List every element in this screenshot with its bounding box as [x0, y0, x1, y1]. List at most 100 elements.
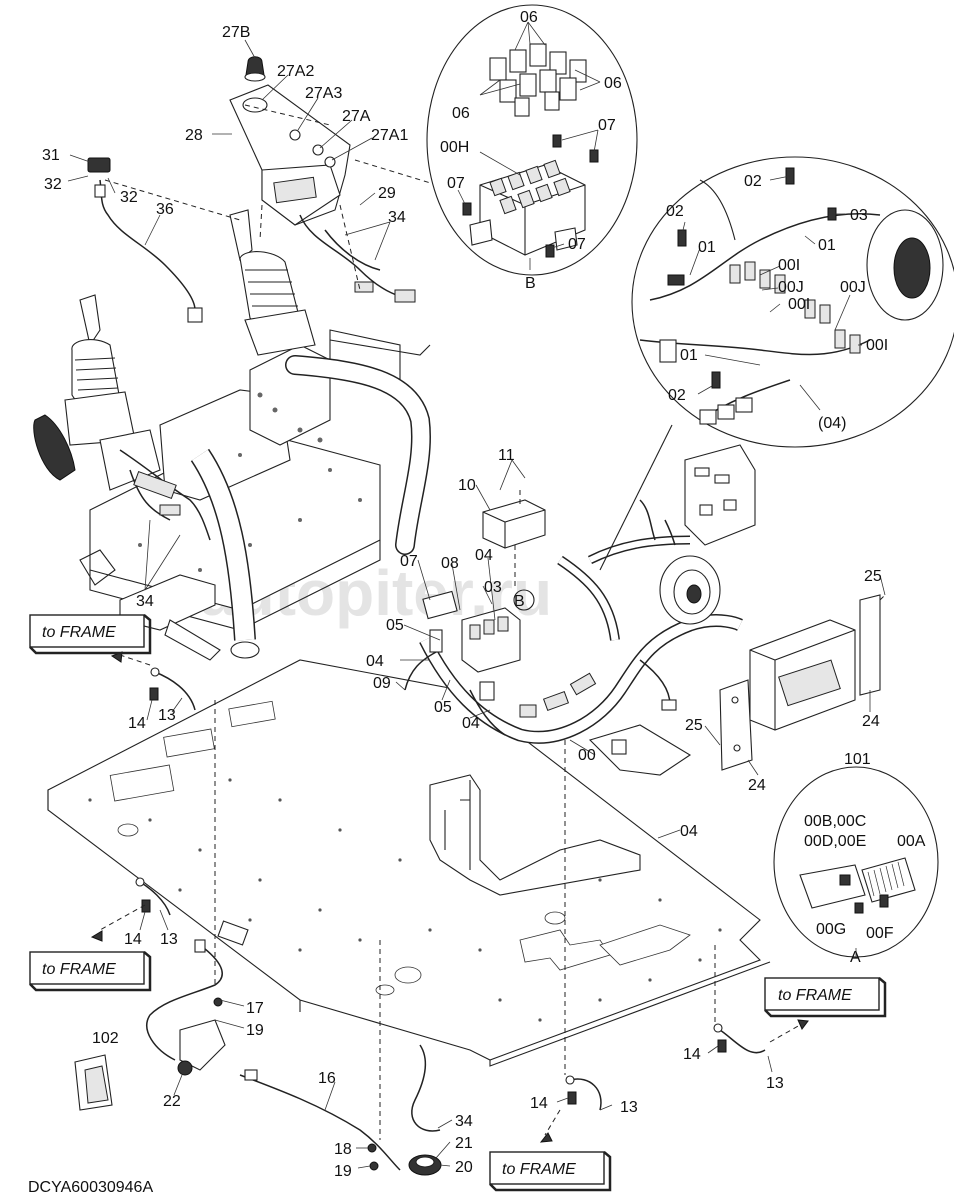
callout-19-b: 19 — [334, 1163, 352, 1180]
callout-17: 17 — [246, 1000, 264, 1017]
callout-02-a: 02 — [744, 173, 762, 190]
frame-arrows — [90, 651, 809, 1143]
callout-00i-a: 00I — [778, 257, 800, 274]
callout-06-top: 06 — [520, 9, 538, 26]
floor-plate — [47, 659, 771, 1067]
callout-11: 11 — [498, 447, 515, 464]
callout-25-a: 25 — [864, 568, 882, 585]
callout-04-paren: (04) — [818, 415, 846, 432]
ground-cables — [135, 667, 766, 1111]
view-label-b-main: B — [514, 593, 525, 610]
callout-00d-00e: 00D,00E — [804, 833, 866, 850]
callout-27a1: 27A1 — [371, 127, 408, 144]
callout-00: 00 — [578, 747, 596, 764]
callout-08: 08 — [441, 555, 459, 572]
callout-10: 10 — [458, 477, 476, 494]
callout-01-c: 01 — [680, 347, 698, 364]
callout-06-left: 06 — [452, 105, 470, 122]
cable-36 — [87, 157, 203, 323]
to-frame-label-1: to FRAME — [42, 624, 116, 641]
harness-bracket — [429, 724, 692, 896]
callout-14-b: 14 — [124, 931, 142, 948]
callout-01-b: 01 — [818, 237, 836, 254]
callout-28: 28 — [185, 127, 203, 144]
to-frame-label-3: to FRAME — [778, 987, 852, 1004]
callout-00i-b: 00I — [788, 296, 810, 313]
callout-27a2: 27A2 — [277, 63, 314, 80]
callout-03-main: 03 — [484, 579, 502, 596]
controller-unit — [684, 444, 756, 546]
control-module-24 — [719, 594, 881, 771]
callout-34-left: 34 — [136, 593, 154, 610]
callout-27a3: 27A3 — [305, 85, 342, 102]
right-joystick — [229, 209, 316, 356]
callout-25-b: 25 — [685, 717, 703, 734]
callout-06-right: 06 — [604, 75, 622, 92]
callout-01-a: 01 — [698, 239, 716, 256]
detail-view-connectors — [631, 156, 954, 448]
callout-101: 101 — [844, 751, 871, 768]
to-frame-box-1: to FRAME — [29, 614, 152, 655]
callout-00h: 00H — [440, 139, 469, 156]
callout-13-c: 13 — [766, 1075, 784, 1092]
callout-19-a: 19 — [246, 1022, 264, 1039]
detail-leader-line — [599, 424, 673, 571]
callout-04-c: 04 — [462, 715, 480, 732]
callout-102: 102 — [92, 1030, 119, 1047]
callout-02-c: 02 — [668, 387, 686, 404]
callout-29: 29 — [378, 185, 396, 202]
callout-07-b2: 07 — [447, 175, 465, 192]
relay-cluster — [489, 43, 587, 117]
panel-harness — [299, 214, 416, 303]
callout-00a: 00A — [897, 833, 926, 850]
callout-24-a: 24 — [862, 713, 880, 730]
to-frame-box-2: to FRAME — [29, 951, 152, 992]
callout-21: 21 — [455, 1135, 473, 1152]
callout-32-left: 32 — [44, 176, 62, 193]
callout-16: 16 — [318, 1070, 336, 1087]
callout-34-bottom: 34 — [455, 1113, 473, 1130]
callout-02-b: 02 — [666, 203, 684, 220]
to-frame-box-3: to FRAME — [764, 977, 887, 1018]
callout-14-d: 14 — [530, 1095, 548, 1112]
callout-27a: 27A — [342, 108, 371, 125]
callout-13-b: 13 — [160, 931, 178, 948]
callout-00i-c: 00I — [866, 337, 888, 354]
to-frame-label-4: to FRAME — [502, 1161, 576, 1178]
callout-18: 18 — [334, 1141, 352, 1158]
warning-label-102 — [74, 1054, 113, 1111]
callout-20: 20 — [455, 1159, 473, 1176]
to-frame-label-2: to FRAME — [42, 961, 116, 978]
left-console-harness — [119, 449, 211, 541]
callout-24-b: 24 — [748, 777, 766, 794]
view-marker-b — [513, 589, 535, 611]
callout-14-c: 14 — [683, 1046, 701, 1063]
callout-09: 09 — [373, 675, 391, 692]
callout-36: 36 — [156, 201, 174, 218]
assembly-lines — [99, 104, 886, 1140]
callout-27b: 27B — [222, 24, 250, 41]
callout-00f: 00F — [866, 925, 894, 942]
callout-13-a: 13 — [158, 707, 176, 724]
callout-13-d: 13 — [620, 1099, 638, 1116]
callout-22: 22 — [163, 1093, 181, 1110]
callout-00g: 00G — [816, 921, 846, 938]
callout-04-d: 04 — [680, 823, 698, 840]
callout-04-a: 04 — [475, 547, 493, 564]
callout-04-b: 04 — [366, 653, 384, 670]
horn — [659, 555, 721, 625]
support-tubes — [190, 355, 431, 659]
callout-leaders — [67, 21, 886, 1169]
callout-07-b1: 07 — [598, 117, 616, 134]
callout-05-a: 05 — [386, 617, 404, 634]
to-frame-box-4: to FRAME — [489, 1151, 612, 1192]
view-label-b: B — [525, 275, 536, 292]
view-label-a: A — [850, 949, 861, 966]
callout-00j-a: 00J — [778, 279, 804, 296]
callout-31: 31 — [42, 147, 60, 164]
detail-view-a — [773, 766, 939, 958]
control-panel-27a — [229, 56, 351, 226]
callout-03-detail: 03 — [850, 207, 868, 224]
